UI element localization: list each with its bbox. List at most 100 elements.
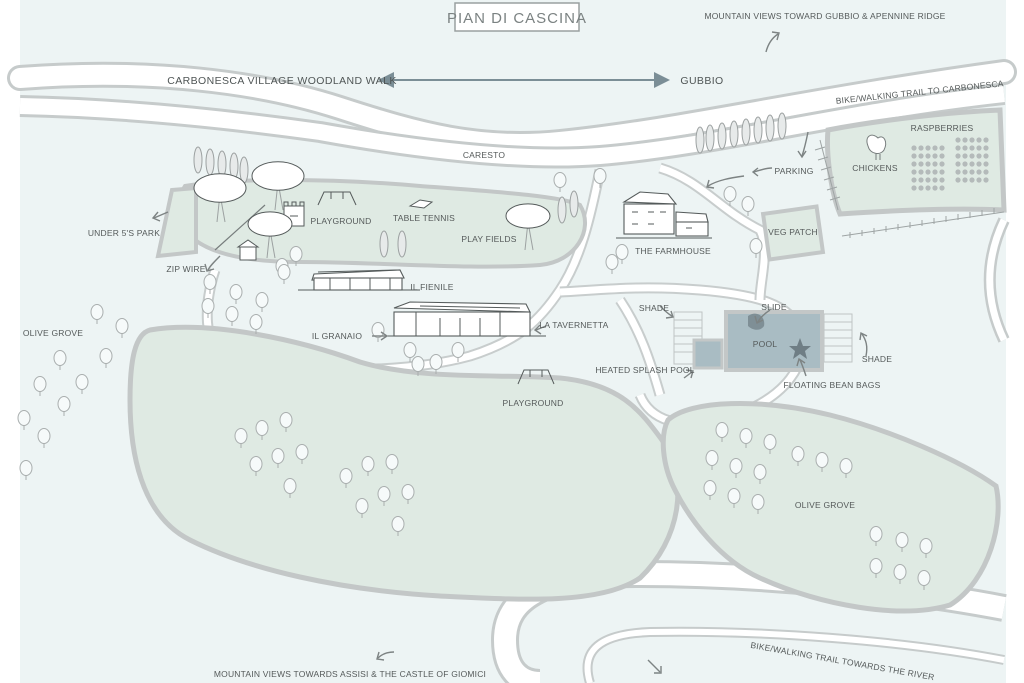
label-table-tennis: TABLE TENNIS [393,213,455,223]
olive-tree-icon [255,420,269,436]
olive-tree-icon [815,452,829,468]
label-il-fienile: IL FIENILE [410,282,453,292]
raspberry-bush-icon [939,177,945,183]
olive-tree-icon [729,458,743,474]
arrow-right-icon [654,72,670,88]
raspberry-bush-icon [955,169,961,175]
olive-tree-icon [339,468,353,484]
raspberry-bush-icon [969,161,975,167]
pool [724,310,824,372]
olive-tree-icon [225,306,239,322]
cypress-tree-icon [569,190,579,218]
olive-tree-icon [90,304,104,320]
olive-tree-icon [355,498,369,514]
olive-tree-icon [411,356,425,372]
cypress-tree-icon [205,148,215,176]
olive-tree-icon [917,570,931,586]
umbrella-pine-icon [193,173,247,203]
raspberry-bush-icon [932,161,938,167]
raspberry-bush-icon [925,185,931,191]
raspberry-bushes [911,137,989,191]
cypress-tree-icon [705,124,715,152]
il-granaio-building [386,301,546,337]
olive-tree-icon [895,532,909,548]
raspberry-bush-icon [962,137,968,143]
olive-tree-icon [371,322,385,338]
zip-wire-line [214,204,266,251]
label-slide: SLIDE [761,302,787,312]
label-zip-wire: ZIP WIRE [166,264,205,274]
olive-tree-icon [401,484,415,500]
raspberry-bush-icon [983,177,989,183]
olive-tree-icon [727,488,741,504]
raspberry-bush-icon [969,137,975,143]
chicken-icon [866,134,887,160]
olive-tree-icon [249,314,263,330]
olive-tree-icon [893,564,907,580]
olive-field-right [660,401,1001,614]
raspberry-bush-icon [983,169,989,175]
il-fienile-building [298,269,420,291]
olive-tree-icon [289,246,303,262]
raspberry-bush-icon [976,137,982,143]
label-shade-right: SHADE [862,354,892,364]
ping-pong-table-icon [408,199,434,209]
raspberry-bush-icon [976,153,982,159]
olive-tree-icon [839,458,853,474]
raspberry-bush-icon [918,153,924,159]
cypress-tree-icon [717,122,727,150]
raspberry-bush-icon [911,145,917,151]
pool-area [673,310,853,372]
raspberry-bush-icon [925,161,931,167]
label-gubbio: GUBBIO [680,75,723,87]
raspberry-bush-icon [962,169,968,175]
olive-tree-icon [17,410,31,426]
veg-patch-area [760,204,826,262]
olive-tree-icon [703,480,717,496]
fences [814,139,1005,238]
olive-tree-icon [361,456,375,472]
olive-tree-icon [753,464,767,480]
raspberry-bush-icon [962,145,968,151]
raspberry-bush-icon [983,145,989,151]
raspberry-bush-icon [925,169,931,175]
label-heated-splash-pool: HEATED SPLASH POOL [595,365,694,375]
raspberry-bush-icon [918,161,924,167]
olive-tree-icon [749,238,763,254]
olive-tree-icon [255,292,269,308]
swing-icon-bottom [517,369,555,385]
label-chickens: CHICKENS [852,163,898,173]
olive-tree-icon [57,396,71,412]
raspberry-bush-icon [976,169,982,175]
label-raspberries: RASPBERRIES [911,123,974,133]
olive-tree-icon [451,342,465,358]
arrows [151,31,868,674]
raspberry-bush-icon [932,177,938,183]
olive-tree-icon [295,444,309,460]
umbrella-pine-icon [247,211,293,237]
olive-tree-icon [763,434,777,450]
label-playground-bottom: PLAYGROUND [503,398,564,408]
arrow-left-icon [378,72,394,88]
map-title: PIAN DI CASCINA [447,2,586,32]
olive-tree-icon [385,454,399,470]
olive-tree-icon [705,450,719,466]
raspberry-bush-icon [939,153,945,159]
farmhouse [616,191,712,239]
raspberry-bush-icon [939,161,945,167]
umbrella-pine-icon [251,161,305,191]
raspberry-bush-icon [962,161,968,167]
label-woodland-walk: CARBONESCA VILLAGE WOODLAND WALK [167,75,396,87]
raspberry-bush-icon [918,185,924,191]
raspberry-bush-icon [976,161,982,167]
raspberry-bush-icon [932,185,938,191]
raspberry-bush-icon [911,177,917,183]
cypress-tree-icon [729,120,739,148]
olive-tree-icon [53,350,67,366]
raspberry-bush-icon [925,145,931,151]
cypress-tree-icon [741,118,751,146]
olive-field-left [127,324,681,602]
label-mountain-gubbio: MOUNTAIN VIEWS TOWARD GUBBIO & APENNINE … [704,11,945,21]
olive-tree-icon [615,244,629,260]
raspberry-bush-icon [939,185,945,191]
